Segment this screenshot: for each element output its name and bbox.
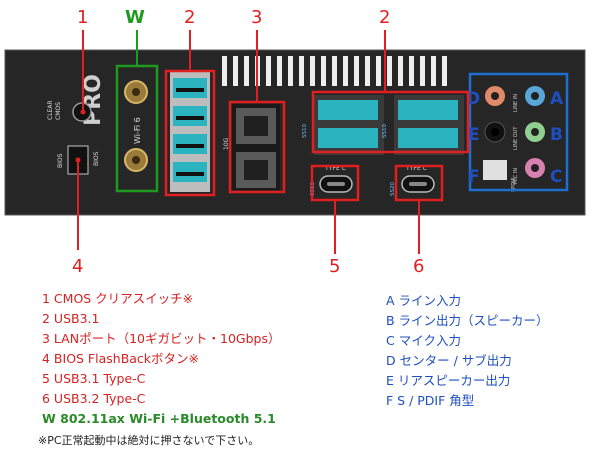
legend-left: 1 CMOS クリアスイッチ※ 2 USB3.1 3 LANポート（10ギガビッ… bbox=[42, 289, 280, 429]
callout-5: 5 bbox=[329, 256, 340, 277]
mic-in-label: MIC IN bbox=[513, 168, 519, 184]
callout-3: 3 bbox=[251, 7, 262, 28]
usb-port[interactable] bbox=[318, 100, 378, 120]
wifi-label: Wi-Fi 6 bbox=[133, 117, 142, 144]
callout-4: 4 bbox=[72, 256, 83, 277]
callout-lines bbox=[77, 30, 420, 254]
ss10-label: SS10 bbox=[382, 124, 388, 138]
line-out-label: LINE OUT bbox=[513, 126, 519, 150]
callout-2a: 2 bbox=[184, 7, 195, 28]
legend-item: 6 USB3.2 Type-C bbox=[42, 391, 146, 406]
bios-label: BIOS bbox=[57, 153, 64, 168]
spdif-label: SPDIF bbox=[511, 177, 517, 192]
line-in-label: LINE IN bbox=[513, 94, 519, 112]
audio-letter-a: A bbox=[550, 89, 564, 109]
legend-item: 5 USB3.1 Type-C bbox=[42, 371, 146, 386]
usb-port[interactable] bbox=[398, 100, 458, 120]
tenG-label: 10G bbox=[223, 137, 230, 150]
callout-w: W bbox=[125, 7, 145, 28]
audio-letter-d: D bbox=[466, 89, 480, 109]
legend-item: D センター / サブ出力 bbox=[386, 353, 512, 368]
callout-6: 6 bbox=[413, 256, 424, 277]
spdif-port[interactable] bbox=[483, 160, 507, 180]
legend-item: 4 BIOS FlashBackボタン※ bbox=[42, 351, 200, 366]
legend-item: 2 USB3.1 bbox=[42, 311, 100, 326]
legend-right: A ライン入力 B ライン出力（スピーカー） C マイク入力 D センター / … bbox=[386, 291, 549, 411]
usb-group-right bbox=[314, 95, 464, 155]
clear-cmos-label: CLEAR bbox=[47, 100, 54, 120]
callout-2b: 2 bbox=[379, 7, 390, 28]
usb-stack-left bbox=[170, 72, 210, 192]
audio-letter-f: F bbox=[468, 167, 480, 187]
bios-label-2: BIOS bbox=[93, 151, 100, 166]
usb-port[interactable] bbox=[398, 128, 458, 148]
audio-letter-e: E bbox=[468, 125, 480, 145]
legend-item: W 802.11ax Wi-Fi +Bluetooth 5.1 bbox=[42, 411, 276, 426]
legend-item: E リアスピーカー出力 bbox=[386, 373, 511, 388]
legend-item: 1 CMOS クリアスイッチ※ bbox=[42, 291, 194, 306]
usb-port[interactable] bbox=[318, 128, 378, 148]
type-c-label: TYPE C bbox=[405, 165, 427, 172]
vent-slots bbox=[222, 56, 447, 86]
legend-item: A ライン入力 bbox=[386, 293, 462, 308]
lan-ports bbox=[232, 104, 280, 190]
callout-1: 1 bbox=[77, 7, 88, 28]
ss10-label: SS10 bbox=[302, 124, 308, 138]
legend-item: F S / PDIF 角型 bbox=[386, 393, 475, 408]
audio-highlight-box bbox=[468, 72, 569, 192]
legend-item: 3 LANポート（10ギガビット・10Gbps） bbox=[42, 331, 281, 346]
usb-right-highlight-box bbox=[311, 90, 470, 154]
audio-letter-b: B bbox=[550, 125, 563, 145]
audio-letter-c: C bbox=[550, 167, 562, 187]
audio-jacks bbox=[483, 86, 545, 180]
footnote: ※PC正常起動中は絶対に押さないで下さい。 bbox=[38, 434, 260, 447]
clear-cmos-label-2: CMOS bbox=[55, 102, 62, 120]
legend-item: B ライン出力（スピーカー） bbox=[386, 313, 549, 328]
type-c-label: TYPE C bbox=[324, 165, 346, 172]
ss20-label: SS20 bbox=[390, 182, 396, 196]
io-shield-border bbox=[4, 49, 586, 216]
legend-item: C マイク入力 bbox=[386, 333, 461, 348]
